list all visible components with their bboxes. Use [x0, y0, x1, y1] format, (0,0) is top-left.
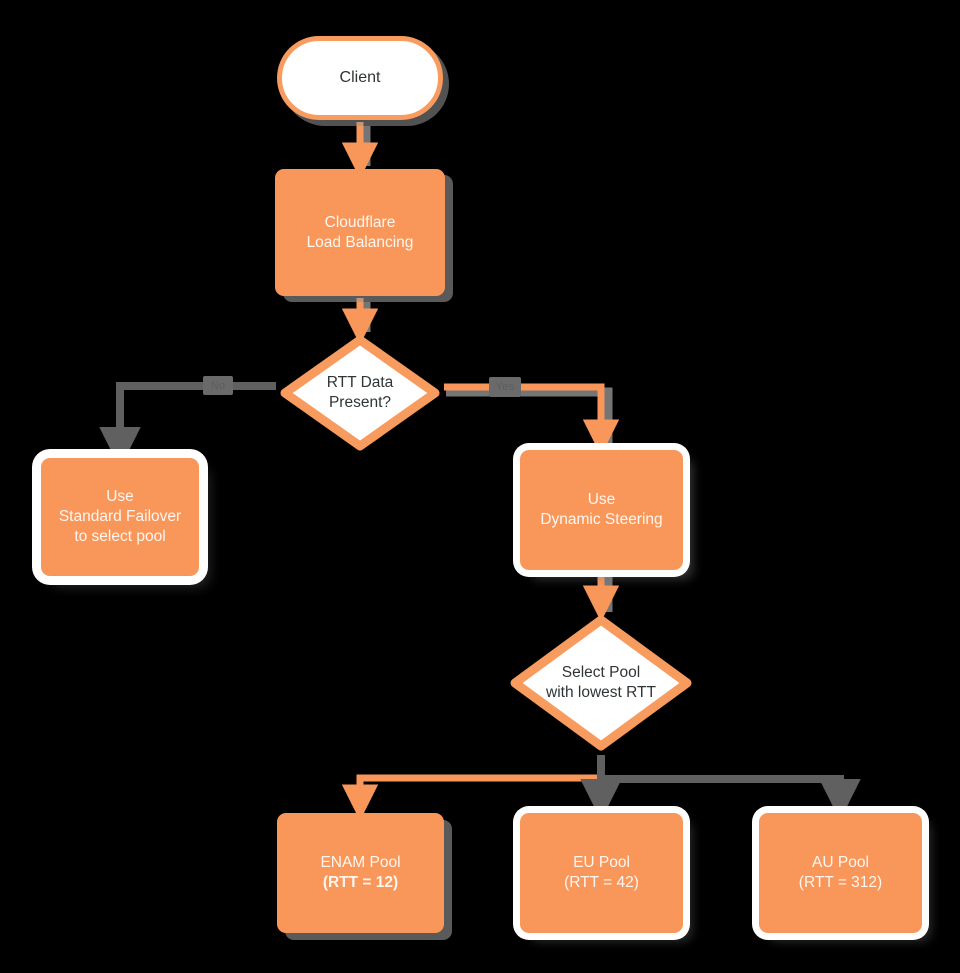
select-pool-shape	[510, 615, 692, 751]
node-standard-failover[interactable]: Use Standard Failover to select pool	[41, 458, 199, 576]
edge-selectpool-to-enam	[341, 755, 605, 821]
node-enam-pool-rtt: (RTT = 12)	[322, 874, 399, 891]
node-client-label: Client	[339, 68, 381, 86]
node-rtt-decision-label: RTT Data Present?	[278, 333, 442, 453]
node-dynamic-steering-line1: Use	[587, 491, 616, 509]
node-standard-failover-line3: to select pool	[74, 527, 166, 545]
node-standard-failover-line1: Use	[106, 488, 134, 506]
node-standard-failover-line2: Standard Failover	[58, 508, 182, 526]
node-au-pool[interactable]: AU Pool (RTT = 312)	[759, 813, 922, 933]
node-au-pool-rtt: (RTT = 312)	[798, 874, 883, 891]
node-load-balancing-line1: Cloudflare	[324, 213, 396, 231]
node-client[interactable]: Client	[277, 36, 443, 120]
node-select-pool-label: Select Pool with lowest RTT	[508, 613, 694, 753]
node-dynamic-steering[interactable]: Use Dynamic Steering	[520, 450, 683, 570]
node-load-balancing-line2: Load Balancing	[306, 233, 414, 251]
node-dynamic-steering-line2: Dynamic Steering	[540, 511, 663, 528]
node-select-pool[interactable]: Select Pool with lowest RTT	[508, 613, 694, 753]
node-eu-pool-line1: EU Pool	[573, 854, 630, 872]
node-load-balancing[interactable]: Cloudflare Load Balancing	[275, 169, 445, 296]
node-eu-pool[interactable]: EU Pool (RTT = 42)	[520, 813, 683, 933]
node-rtt-decision[interactable]: RTT Data Present?	[278, 333, 442, 453]
node-enam-pool[interactable]: ENAM Pool (RTT = 12)	[277, 813, 444, 933]
node-enam-pool-line1: ENAM Pool	[320, 854, 401, 872]
node-rtt-decision-line1: RTT Data	[326, 373, 394, 391]
edge-rtt-no-to-failover	[99, 382, 276, 469]
node-rtt-decision-line2: Present?	[328, 394, 392, 411]
node-au-pool-line1: AU Pool	[812, 854, 869, 872]
edge-selectpool-to-au	[601, 775, 861, 821]
rtt-decision-shape	[280, 335, 440, 451]
node-eu-pool-rtt: (RTT = 42)	[564, 874, 639, 891]
node-select-pool-line2: with lowest RTT	[546, 684, 656, 701]
edge-label-no: No	[203, 376, 233, 395]
node-select-pool-line1: Select Pool	[561, 663, 641, 681]
edge-label-yes: Yes	[489, 377, 521, 397]
